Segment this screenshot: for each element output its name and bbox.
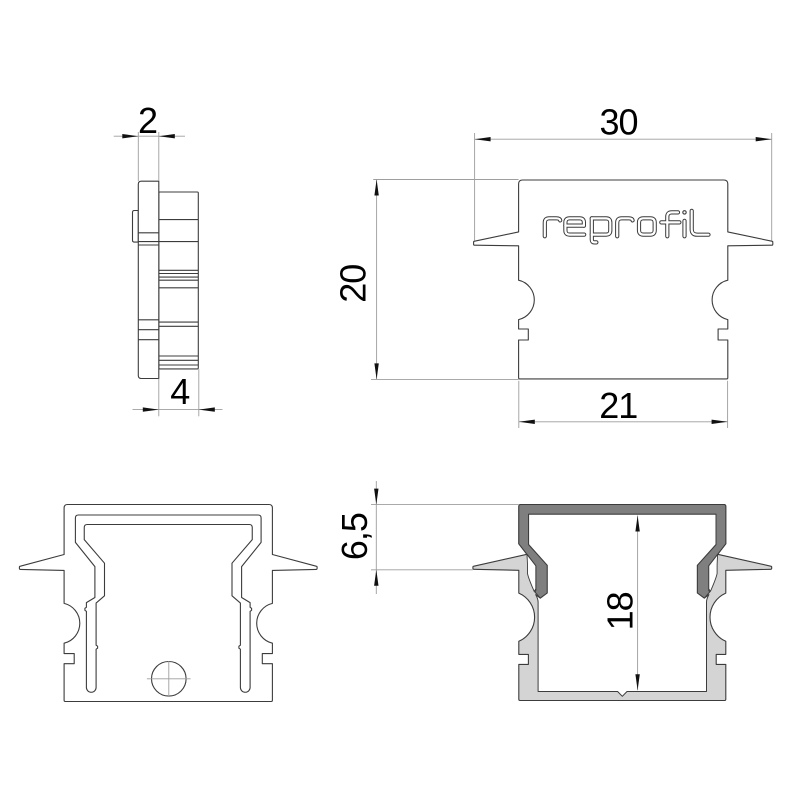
svg-text:20: 20 (333, 265, 374, 303)
svg-text:6,5: 6,5 (334, 513, 375, 560)
svg-text:2: 2 (138, 100, 157, 141)
svg-text:18: 18 (600, 592, 641, 630)
svg-text:4: 4 (170, 371, 189, 412)
svg-text:21: 21 (599, 385, 637, 426)
svg-text:30: 30 (599, 102, 637, 143)
